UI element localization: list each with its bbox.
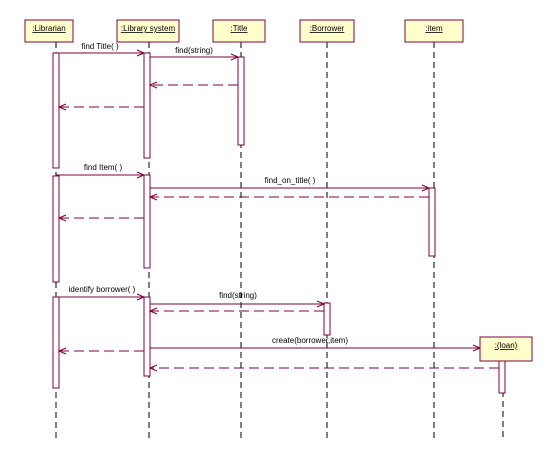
object-loan[interactable]: :(loan)	[479, 336, 533, 362]
arrowhead-icon	[148, 307, 158, 315]
object-borrower[interactable]: :Borrower	[299, 19, 355, 43]
arrowhead-icon	[136, 293, 146, 301]
arrowhead-icon	[148, 193, 158, 201]
message-label: identify borrower( )	[69, 285, 136, 294]
message-label: find_on_title( )	[265, 176, 316, 185]
arrowhead-icon	[136, 171, 146, 179]
object-item[interactable]: :item	[404, 19, 464, 43]
arrowhead-icon	[230, 53, 240, 61]
activation-bar	[143, 174, 151, 269]
arrowhead-icon	[57, 214, 67, 222]
object-title[interactable]: :Title	[212, 19, 266, 43]
message-label: find Item( )	[84, 163, 123, 172]
message-find-on-title: find_on_title( )	[150, 176, 431, 192]
arrowhead-icon	[136, 49, 146, 57]
object-box	[212, 19, 266, 43]
object-box	[299, 19, 355, 43]
activation-bar	[498, 360, 506, 394]
message-label: find(string)	[219, 291, 257, 300]
return-ret-item	[148, 193, 429, 201]
activation-bar	[52, 175, 60, 283]
return-ret-borrower	[148, 307, 324, 315]
activation-bars	[52, 52, 506, 394]
object-boxes: :Librarian :Library system :Title :Borrower…	[24, 19, 533, 362]
arrowhead-icon	[148, 81, 158, 89]
object-label: :Title	[230, 24, 248, 33]
return-ret-identify	[57, 347, 144, 355]
message-label: create(borrower,item)	[272, 336, 348, 345]
activation-bar	[52, 296, 60, 389]
object-label: :Librarian	[32, 24, 65, 33]
activation-bar	[323, 302, 331, 336]
message-find-string-2: find(string)	[150, 291, 326, 308]
return-ret-find-title	[57, 103, 144, 111]
return-ret-title	[148, 81, 238, 89]
messages: find Title( ) find(string) find Item( ) fin…	[56, 42, 499, 372]
message-label: find(string)	[175, 46, 213, 55]
lifelines	[55, 42, 504, 440]
object-box	[24, 19, 74, 43]
arrowhead-icon	[316, 300, 326, 308]
object-label: :item	[425, 24, 443, 33]
activation-bar	[428, 187, 436, 257]
arrowhead-icon	[148, 364, 158, 372]
message-identify-borrower: identify borrower( )	[56, 285, 146, 301]
message-label: find Title( )	[81, 42, 119, 51]
object-label: :(loan)	[495, 341, 518, 350]
object-librarian[interactable]: :Librarian	[24, 19, 74, 43]
message-find-title: find Title( )	[56, 42, 146, 57]
object-library-system[interactable]: :Library system	[116, 19, 180, 43]
object-box	[116, 19, 180, 43]
message-create-loan: create(borrower,item)	[150, 336, 482, 352]
activation-bar	[143, 296, 151, 377]
arrowhead-icon	[57, 103, 67, 111]
return-ret-find-item	[57, 214, 144, 222]
activation-bar	[237, 56, 245, 146]
activation-bar	[52, 52, 60, 169]
object-label: :Library system	[121, 24, 176, 33]
return-ret-loan	[148, 364, 499, 372]
object-box	[479, 336, 533, 362]
arrowhead-icon	[421, 184, 431, 192]
message-find-item: find Item( )	[56, 163, 146, 179]
message-find-string-1: find(string)	[150, 46, 240, 61]
object-label: :Borrower	[310, 24, 345, 33]
object-box	[404, 19, 464, 43]
arrowhead-icon	[57, 347, 67, 355]
activation-bar	[143, 52, 151, 159]
